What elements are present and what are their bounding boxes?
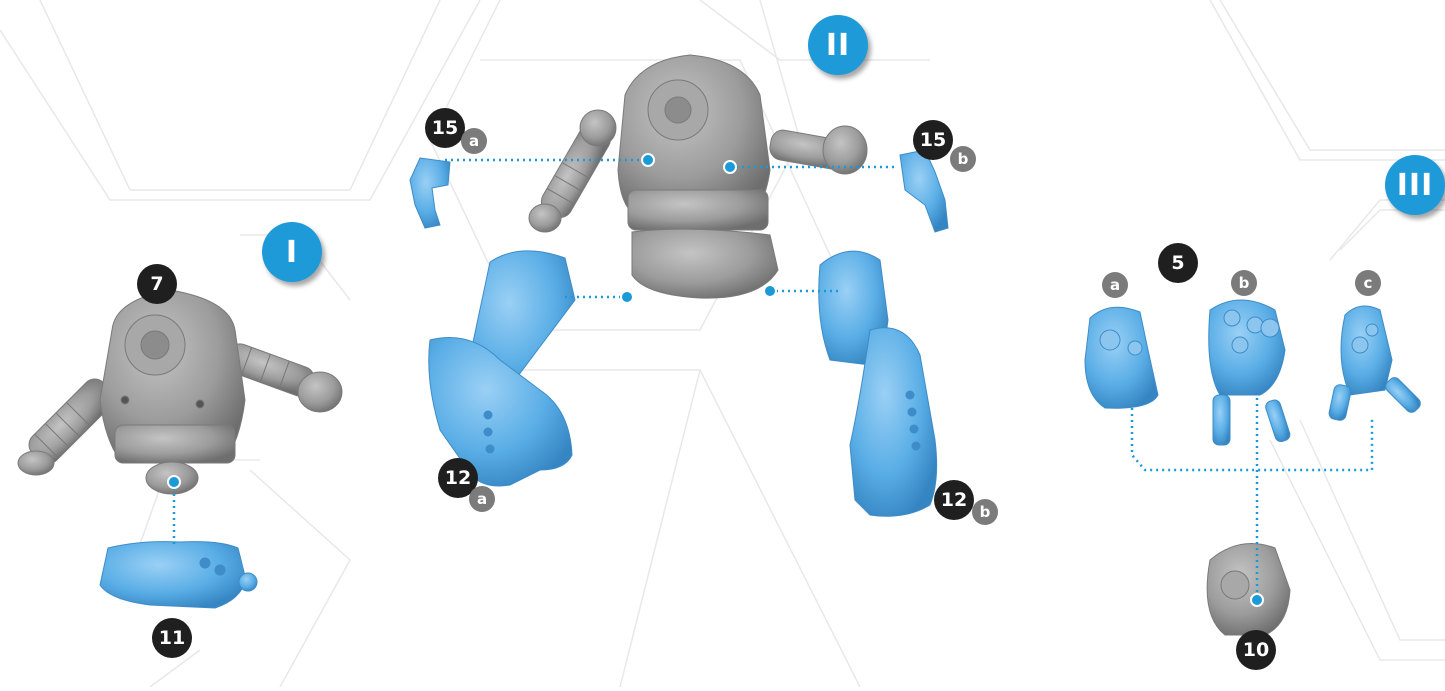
part-5a-variant: a xyxy=(1102,272,1128,298)
part-12b-variant: b xyxy=(972,499,998,525)
part-15a-label: 15 xyxy=(425,108,465,148)
part-5b-variant: b xyxy=(1231,270,1257,296)
part-7-torso xyxy=(18,290,342,494)
part-5a-head xyxy=(1085,307,1158,408)
part-12b-label: 12 xyxy=(934,480,974,520)
part-10-label: 10 xyxy=(1236,630,1276,670)
part-11-hips xyxy=(100,542,257,608)
step-2-group xyxy=(410,55,948,516)
part-5b-head xyxy=(1209,300,1292,445)
part-5c-head xyxy=(1328,306,1423,421)
part-11-label: 11 xyxy=(152,618,192,658)
step-2-badge: II xyxy=(808,15,868,75)
step-3-badge: III xyxy=(1385,155,1445,215)
connector-7-11 xyxy=(168,476,180,545)
part-15b-variant: b xyxy=(950,146,976,172)
part-15a-left-hand xyxy=(410,158,450,228)
part-10-assembled-body xyxy=(1207,544,1290,635)
part-7-label: 7 xyxy=(137,264,177,304)
part-5c-variant: c xyxy=(1355,270,1381,296)
part-12a-left-leg xyxy=(429,251,575,486)
step-3-group xyxy=(1085,300,1423,635)
connector-dot-step3 xyxy=(1251,594,1263,606)
part-5-label: 5 xyxy=(1158,243,1198,283)
part-12a-variant: a xyxy=(469,486,495,512)
assembled-torso-step2 xyxy=(529,55,867,298)
step-1-group xyxy=(18,290,342,608)
step-1-badge: I xyxy=(262,222,322,282)
part-15b-right-hand xyxy=(900,150,948,232)
part-15b-label: 15 xyxy=(913,120,953,160)
part-15a-variant: a xyxy=(461,128,487,154)
